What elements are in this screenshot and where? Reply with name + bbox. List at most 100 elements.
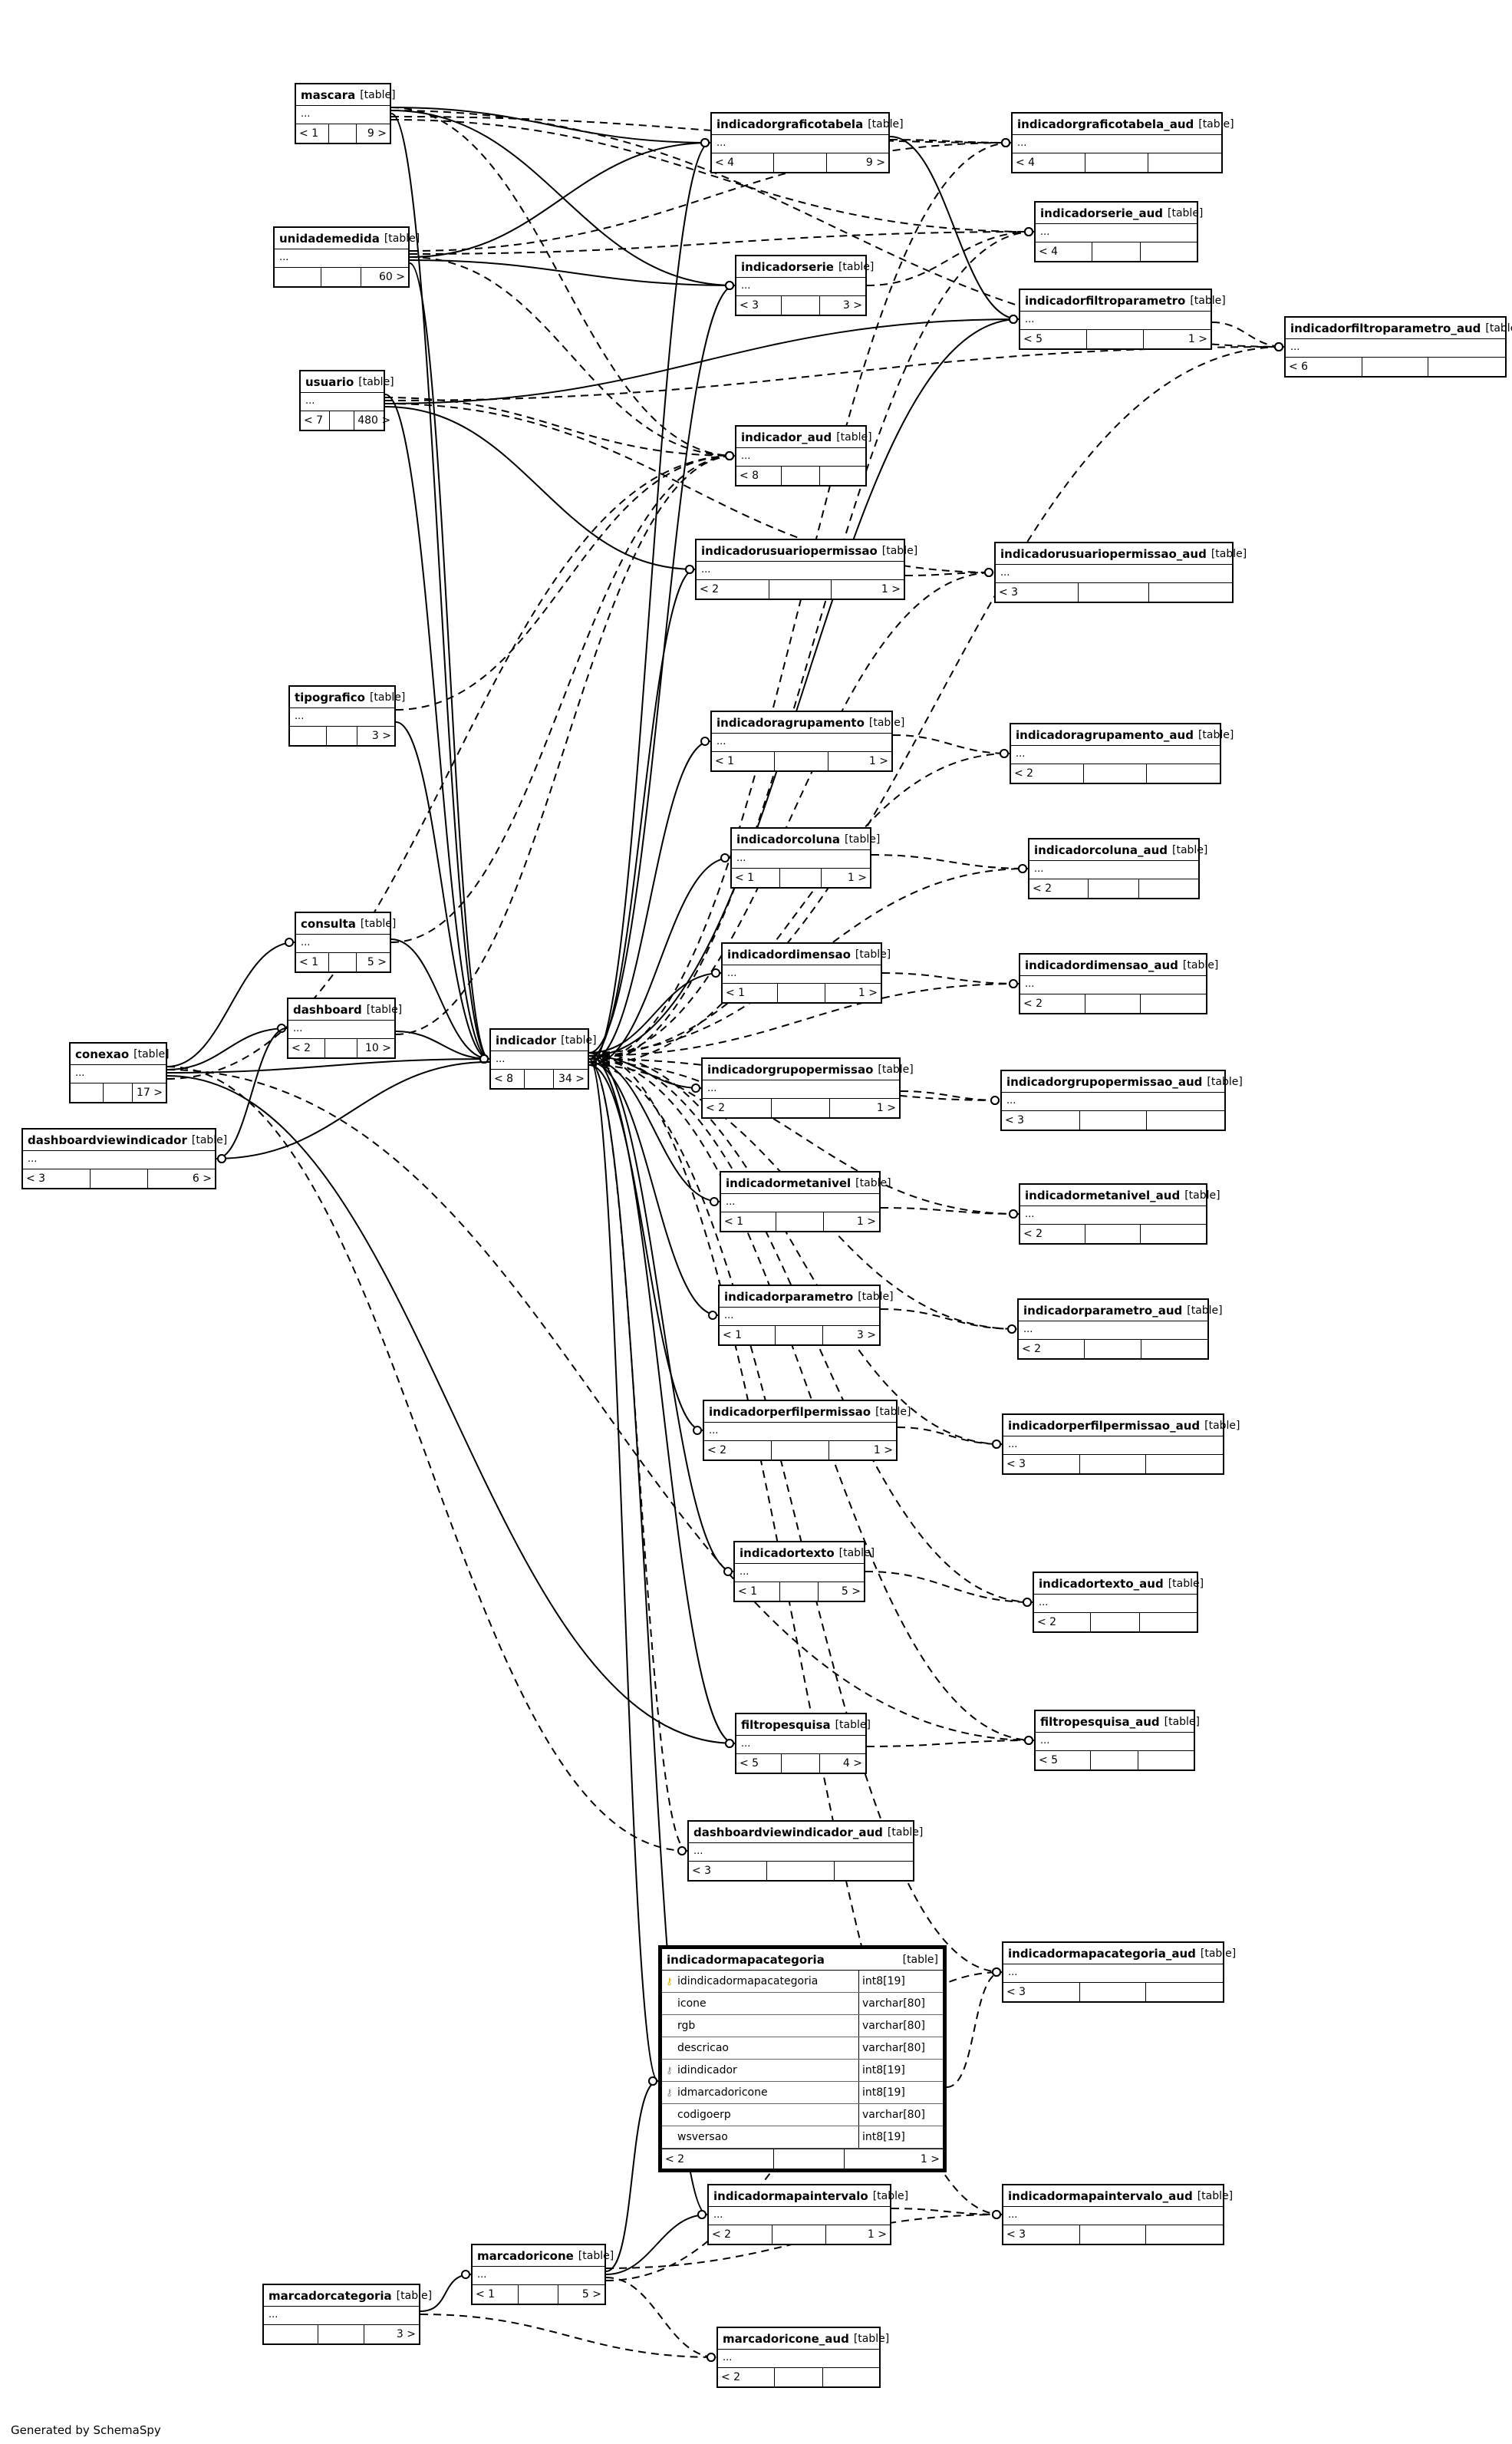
parent-count[interactable]: < 3 bbox=[689, 1862, 768, 1880]
parent-count[interactable]: < 2 bbox=[1020, 1225, 1085, 1243]
table-dashboardviewindicador_aud[interactable]: dashboardviewindicador_aud[table]...< 3 bbox=[687, 1820, 923, 1882]
parent-count[interactable]: < 7 bbox=[301, 411, 330, 430]
child-count[interactable]: 9 > bbox=[367, 127, 387, 140]
parent-count[interactable]: < 3 bbox=[1003, 2225, 1081, 2244]
child-count[interactable] bbox=[1141, 1225, 1206, 1243]
table-indicadormapacategoria[interactable]: indicadormapacategoria [table] ⚷idindica… bbox=[658, 1945, 947, 2172]
child-count[interactable]: 6 > bbox=[192, 1173, 212, 1185]
parent-count[interactable]: < 3 bbox=[1002, 1111, 1080, 1130]
child-count[interactable]: 1 > bbox=[873, 1444, 893, 1456]
child-count[interactable] bbox=[1148, 153, 1221, 172]
child-count[interactable] bbox=[823, 2368, 880, 2386]
parent-count[interactable]: < 2 bbox=[1020, 994, 1085, 1013]
parent-count[interactable]: < 4 bbox=[1013, 153, 1086, 172]
child-count[interactable]: 5 > bbox=[841, 1585, 861, 1598]
parent-count[interactable]: < 4 bbox=[1036, 242, 1092, 261]
table-indicadoragrupamento_aud[interactable]: indicadoragrupamento_aud[table]...< 2 bbox=[1010, 723, 1234, 784]
table-tipografico[interactable]: tipografico[table]...3 > bbox=[288, 685, 405, 747]
table-indicadorparametro_aud[interactable]: indicadorparametro_aud[table]...< 2 bbox=[1017, 1298, 1223, 1360]
child-count[interactable] bbox=[1140, 1613, 1197, 1631]
table-conexao[interactable]: conexao[table]...17 > bbox=[69, 1042, 170, 1103]
parent-count[interactable]: < 1 bbox=[296, 953, 329, 971]
parent-count[interactable] bbox=[71, 1083, 104, 1102]
parent-count[interactable]: < 2 bbox=[704, 1441, 772, 1459]
parent-count[interactable]: < 3 bbox=[736, 296, 782, 315]
parent-count[interactable]: < 2 bbox=[1011, 764, 1085, 783]
child-count[interactable]: 17 > bbox=[137, 1087, 163, 1099]
parent-count[interactable] bbox=[290, 727, 327, 745]
parent-count[interactable]: < 1 bbox=[473, 2285, 519, 2304]
table-indicadormapacategoria_aud[interactable]: indicadormapacategoria_aud[table]...< 3 bbox=[1002, 1941, 1236, 2003]
child-count[interactable] bbox=[1146, 2225, 1223, 2244]
child-count[interactable] bbox=[1149, 583, 1232, 602]
child-count[interactable] bbox=[1141, 1340, 1207, 1358]
child-count[interactable]: 3 > bbox=[856, 1329, 876, 1341]
child-count[interactable]: 10 > bbox=[365, 1042, 391, 1054]
parent-count[interactable]: < 5 bbox=[1020, 330, 1087, 348]
parent-count[interactable]: < 1 bbox=[735, 1582, 780, 1601]
parent-count[interactable] bbox=[275, 268, 321, 286]
table-indicadorserie_aud[interactable]: indicadorserie_aud[table]...< 4 bbox=[1034, 201, 1203, 262]
child-count[interactable] bbox=[1428, 358, 1505, 376]
parent-count[interactable]: < 1 bbox=[723, 984, 779, 1002]
child-count[interactable]: 1 > bbox=[876, 1102, 896, 1114]
parent-count[interactable]: < 5 bbox=[736, 1754, 782, 1773]
table-marcadoricone_aud[interactable]: marcadoricone_aud[table]...< 2 bbox=[716, 2327, 889, 2388]
child-count[interactable]: 1 > bbox=[881, 583, 901, 595]
table-indicadorperfilpermissao_aud[interactable]: indicadorperfilpermissao_aud[table]...< … bbox=[1002, 1413, 1240, 1475]
child-count[interactable] bbox=[1138, 1751, 1194, 1770]
parent-count[interactable]: < 2 bbox=[662, 2149, 775, 2169]
child-count[interactable] bbox=[835, 1862, 913, 1880]
parent-count[interactable]: < 1 bbox=[732, 869, 780, 887]
table-indicadordimensao_aud[interactable]: indicadordimensao_aud[table]...< 2 bbox=[1019, 953, 1218, 1014]
child-count[interactable]: 9 > bbox=[865, 157, 885, 169]
child-count[interactable] bbox=[1139, 879, 1198, 898]
parent-count[interactable]: < 2 bbox=[288, 1039, 326, 1057]
child-count[interactable]: 480 > bbox=[357, 414, 391, 427]
child-count[interactable]: 3 > bbox=[371, 730, 391, 742]
parent-count[interactable]: < 1 bbox=[712, 752, 775, 770]
child-count[interactable]: 5 > bbox=[581, 2288, 601, 2301]
table-indicadormetanivel_aud[interactable]: indicadormetanivel_aud[table]...< 2 bbox=[1019, 1183, 1220, 1245]
child-count[interactable]: 1 > bbox=[868, 755, 888, 767]
table-indicadorgrupopermissao_aud[interactable]: indicadorgrupopermissao_aud[table]...< 3 bbox=[1000, 1070, 1243, 1131]
parent-count[interactable]: < 2 bbox=[1029, 879, 1089, 898]
parent-count[interactable] bbox=[264, 2325, 318, 2343]
child-count[interactable] bbox=[1146, 1983, 1223, 2001]
table-indicador_aud[interactable]: indicador_aud[table]...< 8 bbox=[735, 425, 872, 486]
child-count[interactable] bbox=[820, 467, 865, 485]
parent-count[interactable]: < 1 bbox=[296, 124, 329, 143]
parent-count[interactable]: < 3 bbox=[1003, 1983, 1081, 2001]
child-count[interactable] bbox=[1146, 1455, 1223, 1473]
table-unidademedida[interactable]: unidademedida[table]...60 > bbox=[273, 226, 420, 288]
parent-count[interactable]: < 8 bbox=[736, 467, 782, 485]
child-count[interactable] bbox=[1141, 994, 1206, 1013]
table-marcadorcategoria[interactable]: marcadorcategoria[table]...3 > bbox=[262, 2284, 432, 2345]
table-filtropesquisa_aud[interactable]: filtropesquisa_aud[table]...< 5 bbox=[1034, 1710, 1200, 1771]
child-count[interactable]: 1 > bbox=[847, 872, 867, 884]
parent-count[interactable]: < 6 bbox=[1286, 358, 1363, 376]
table-indicadorusuariopermissao_aud[interactable]: indicadorusuariopermissao_aud[table]...<… bbox=[994, 542, 1247, 603]
parent-count[interactable]: < 1 bbox=[720, 1326, 776, 1344]
parent-count[interactable]: < 2 bbox=[1034, 1613, 1092, 1631]
child-count[interactable]: 1 > bbox=[858, 987, 878, 999]
child-count[interactable]: 1 > bbox=[867, 2228, 887, 2241]
